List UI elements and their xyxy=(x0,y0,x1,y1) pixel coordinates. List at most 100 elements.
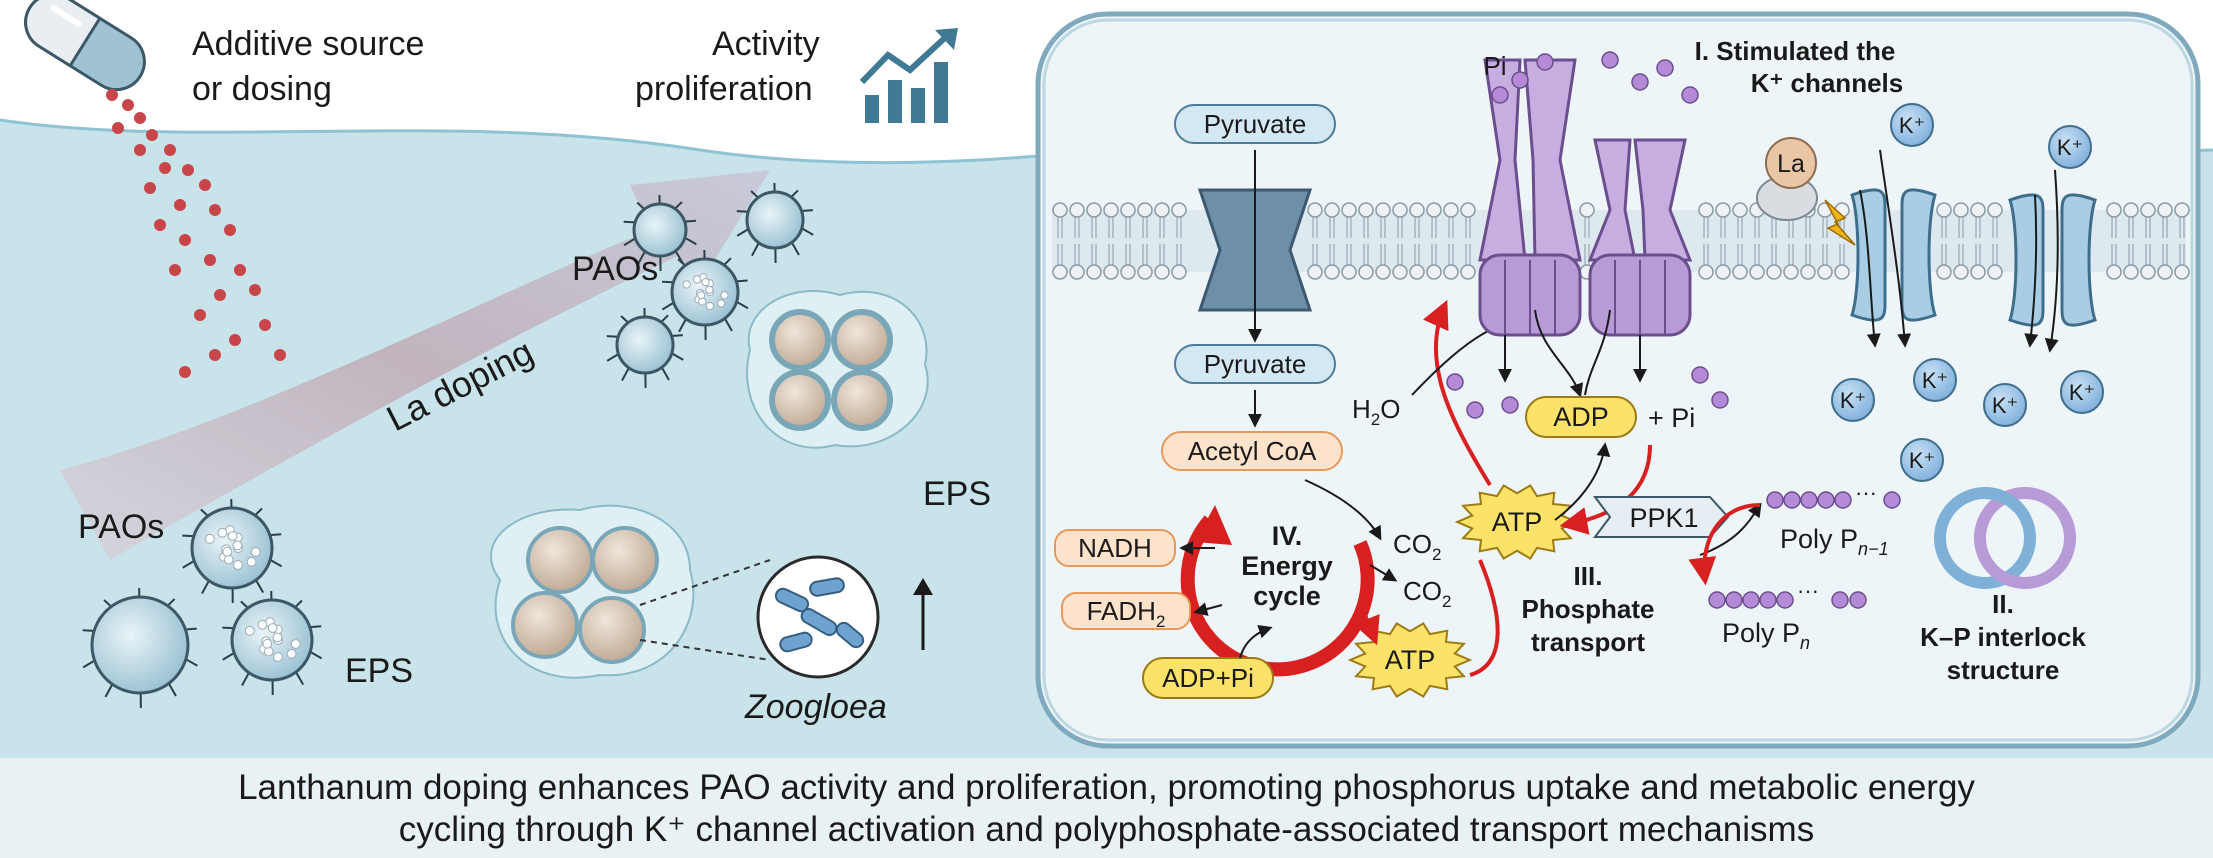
nadh-box: NADH xyxy=(1054,529,1176,567)
adp-box: ADP xyxy=(1525,396,1637,438)
k-ion: K⁺ xyxy=(1831,378,1875,422)
pyruvate-label-top: Pyruvate xyxy=(1204,109,1307,139)
polyp-bead xyxy=(1725,591,1743,609)
dosing-dot xyxy=(179,234,191,246)
dosing-dot xyxy=(164,144,176,156)
lipid-head xyxy=(1341,264,1357,280)
capsule-icon xyxy=(24,0,146,92)
lipid-head xyxy=(1154,264,1170,280)
lipid-head xyxy=(1086,202,1102,218)
dosing-particles xyxy=(106,89,286,378)
k-ion-label: K⁺ xyxy=(1909,448,1935,473)
cycle-label-line1: Energy xyxy=(1241,551,1333,581)
k-ion-label: K⁺ xyxy=(1922,368,1948,393)
section2-num: II. xyxy=(1992,589,2014,619)
lipid-head xyxy=(1817,264,1833,280)
lipid-head xyxy=(2140,264,2156,280)
lipid-head xyxy=(1137,202,1153,218)
k-ion: K⁺ xyxy=(1913,358,1957,402)
lipid-head xyxy=(1766,264,1782,280)
lipid-head xyxy=(1409,202,1425,218)
plus-pi-label: + Pi xyxy=(1648,403,1695,433)
phosphate-dot xyxy=(1501,396,1519,414)
activity-label-line2: proliferation xyxy=(635,70,813,108)
dosing-dot xyxy=(112,122,124,134)
co2-label-2: CO2 xyxy=(1403,576,1451,611)
lipid-head xyxy=(1834,264,1850,280)
lipid-head xyxy=(1460,202,1476,218)
k-ion: K⁺ xyxy=(1983,383,2027,427)
caption-line2: cycling through K⁺ channel activation an… xyxy=(398,810,1815,849)
co2-label-1: CO2 xyxy=(1393,529,1441,564)
lipid-head xyxy=(2174,202,2190,218)
lipid-head xyxy=(1358,264,1374,280)
dosing-dot xyxy=(134,112,146,124)
acetyl-coa-box: Acetyl CoA xyxy=(1161,431,1343,471)
lipid-head xyxy=(1579,202,1595,218)
dosing-dot xyxy=(214,289,226,301)
polyp-chain-top xyxy=(1766,491,1901,509)
k-ion-label: K⁺ xyxy=(2057,135,2083,160)
lipid-head xyxy=(1732,202,1748,218)
phosphate-dot xyxy=(1691,366,1709,384)
pao-cell xyxy=(661,249,749,341)
k-ion-label: K⁺ xyxy=(1899,113,1925,138)
phosphate-dot xyxy=(1601,51,1619,69)
k-ion-label: K⁺ xyxy=(1992,393,2018,418)
lipid-head xyxy=(1069,264,1085,280)
lipid-head xyxy=(1715,202,1731,218)
lipid-head xyxy=(2123,264,2139,280)
zoogloea-magnifier xyxy=(639,555,880,679)
pao-cells xyxy=(82,182,814,709)
lipid-head xyxy=(1324,264,1340,280)
lipid-head xyxy=(1426,264,1442,280)
lipid-head xyxy=(1749,264,1765,280)
polyp-chain-bottom xyxy=(1708,591,1867,609)
polyp-ellipsis-bottom: ··· xyxy=(1797,578,1819,603)
cycle-num: IV. xyxy=(1272,521,1303,551)
eps-cluster-top xyxy=(746,290,929,449)
lipid-head xyxy=(1086,264,1102,280)
polyp-bead xyxy=(1883,491,1901,509)
acetyl-coa-label: Acetyl CoA xyxy=(1188,436,1317,466)
polyp-bead xyxy=(1708,591,1726,609)
potassium-ions: K⁺K⁺K⁺K⁺K⁺K⁺K⁺ xyxy=(1831,103,2104,482)
polyp-bead xyxy=(1849,591,1867,609)
pi-label-top: Pi xyxy=(1483,51,1506,81)
polyp-bead xyxy=(1834,491,1852,509)
k-ion: K⁺ xyxy=(1900,438,1944,482)
lipid-head xyxy=(1392,264,1408,280)
dosing-dot xyxy=(134,144,146,156)
adp-pi-cycle-label: ADP+Pi xyxy=(1162,663,1254,693)
pao-cell xyxy=(222,590,323,696)
lipid-head xyxy=(1936,264,1952,280)
eps-cluster-bottom xyxy=(490,504,695,679)
fadh2-box: FADH2 xyxy=(1061,592,1191,631)
section1-line1: I. Stimulated the xyxy=(1695,36,1896,66)
lipid-head xyxy=(1443,264,1459,280)
section2-line3: structure xyxy=(1947,655,2060,685)
eps-label-bottom: EPS xyxy=(345,652,413,690)
atp-burst-mid: ATP xyxy=(1454,484,1580,560)
dosing-dot xyxy=(146,129,158,141)
fadh2-label: FADH2 xyxy=(1087,596,1166,631)
pyruvate-label-mid: Pyruvate xyxy=(1204,349,1307,379)
eps-label-right: EPS xyxy=(923,475,991,513)
k-ion: K⁺ xyxy=(2048,125,2092,169)
phosphate-dot xyxy=(1491,86,1509,104)
polyp-bead xyxy=(1783,491,1801,509)
dosing-dot xyxy=(274,349,286,361)
polyp-n-label: Poly Pn xyxy=(1722,618,1810,653)
ppk1-label: PPK1 xyxy=(1629,503,1698,533)
dosing-dot xyxy=(159,162,171,174)
pao-cell xyxy=(736,182,814,264)
lipid-head xyxy=(1341,202,1357,218)
lipid-head xyxy=(1409,264,1425,280)
caption-panel: Lanthanum doping enhances PAO activity a… xyxy=(0,758,2213,858)
lipid-head xyxy=(1120,264,1136,280)
pao-cell xyxy=(82,587,198,709)
lipid-head xyxy=(1307,202,1323,218)
lipid-head xyxy=(1715,264,1731,280)
k-ion: K⁺ xyxy=(1890,103,1934,147)
